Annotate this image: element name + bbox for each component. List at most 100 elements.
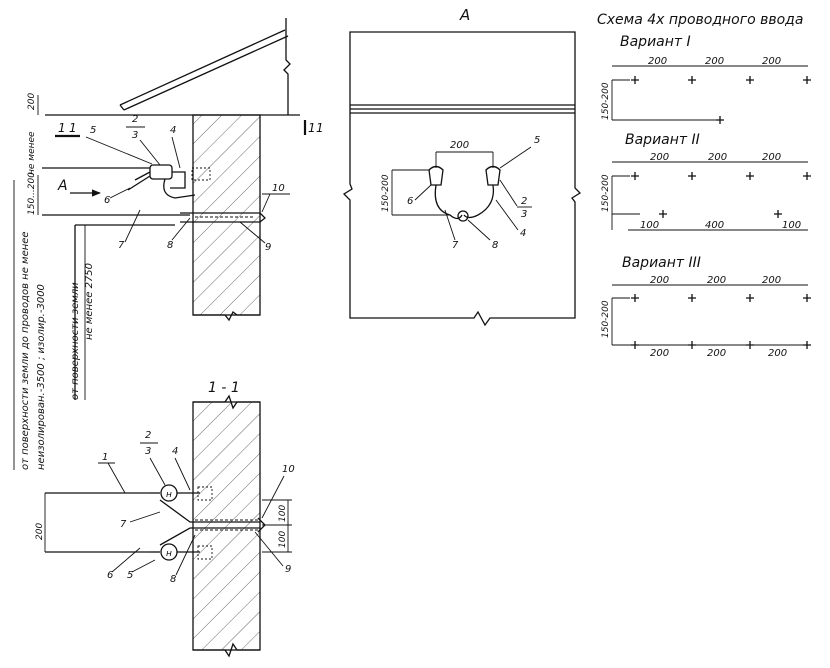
note-min-vertical: не менее [27,131,37,175]
section-dim-100-a: 100 [278,505,288,522]
callout-8: 8 [167,240,173,251]
schemes-title: Схема 4х проводного ввода [597,12,803,28]
leader-8 [171,217,191,241]
section-callout-8: 8 [170,574,176,585]
callout-2: 2 [132,114,138,125]
variant-3-dim-top-2: 200 [707,275,726,286]
fixing-point-marker [803,294,811,302]
callout-7: 7 [118,240,125,251]
fixing-point-marker [803,76,811,84]
view-a-leader-8 [467,219,491,241]
variant-1-dim-2: 200 [705,56,724,67]
callout-6: 6 [104,195,110,206]
section-dim-200: 200 [35,523,45,540]
view-a-leader-6 [414,184,432,201]
section-leader-4 [174,457,191,491]
section-callout-7: 7 [120,519,127,530]
view-a-frame [342,31,582,327]
leader-5 [85,136,153,165]
vertical-note-1: от поверхности земли до проводов не мене… [20,231,31,470]
variant-1-side-dim: 150-200 [601,82,611,120]
dim-150-200-label: 150...200 [27,172,37,215]
section-callout-5: 5 [127,570,133,581]
view-a-callout-6: 6 [407,196,413,207]
wire-lead-6 [127,171,151,191]
section-leader-1 [107,462,126,494]
fixing-point-marker [631,294,639,302]
view-a-insulator-left [428,165,444,186]
view-a-insulator-right [485,165,501,186]
section-leader-9 [254,531,284,567]
variant-2-dim-bot-1: 100 [640,220,659,231]
leader-4 [171,136,181,169]
fixing-point-marker [659,210,667,218]
fixing-point-marker [631,172,639,180]
view-arrow-label: A [57,178,68,194]
section-wall [192,401,261,651]
section-1-1: 1 - 1 200 н н 100 100 1 [35,380,295,658]
variant-3-dim-bot-1: 200 [650,348,669,359]
insulator-upper [149,164,173,180]
fixing-point-marker [746,76,754,84]
section-wall-break-top [193,394,260,410]
section-leader-10 [261,475,285,519]
section-mark-1-left-b: 1 [69,121,77,135]
variant-2-dim-bot-3: 100 [782,220,801,231]
hook-bracket [170,171,186,189]
variant-1-dim-1: 200 [648,56,667,67]
section-bushing-lower [197,545,213,560]
callout-10: 10 [272,183,285,194]
section-insulator-lower-mark: н [166,549,172,559]
section-leader-8 [175,534,196,576]
section-1-1-title: 1 - 1 [208,380,240,396]
fixing-point-marker [716,116,724,124]
wall-bushing-upper [191,167,211,181]
variant-3-dim-top-1: 200 [650,275,669,286]
section-callout-9: 9 [285,564,291,575]
fixing-point-marker [631,341,639,349]
leader-9 [239,221,266,244]
vertical-note-2: неизолирован.-3500 ; изолир.-3000 [36,284,47,470]
section-mark-1-right: 1 [308,121,316,135]
fixing-point-marker [631,76,639,84]
section-wall-break-bot [193,642,260,658]
view-a-junction [457,210,469,222]
section-mark-1-left: 1 [58,121,66,135]
section-callout-3: 3 [145,446,151,457]
section-mark-1-right-b: 1 [316,121,324,135]
view-a-callout-3: 3 [521,209,527,220]
variant-2-dim-top-2: 200 [708,152,727,163]
roof-end [119,104,125,111]
wire-drop [163,178,196,199]
section-callout-4: 4 [172,446,178,457]
variant-3-dim-top-3: 200 [762,275,781,286]
variant-2-label: Вариант II [625,132,700,148]
variant-1-label: Вариант I [620,34,691,50]
wall-section [192,114,261,316]
variant-3-dim-bot-3: 200 [768,348,787,359]
fixing-point-marker [688,341,696,349]
roof-line [119,29,286,106]
section-converging-wires [159,499,260,546]
variant-3-side-dim: 150-200 [601,300,611,338]
section-callout-2: 2 [145,430,151,441]
section-leader-3 [149,457,166,486]
callout-3: 3 [132,130,138,141]
leader-3 [139,139,161,166]
fixing-point-marker [746,341,754,349]
fixing-point-marker [803,172,811,180]
section-callout-6: 6 [107,570,113,581]
leader-7 [124,209,141,243]
fixing-point-marker [803,341,811,349]
variant-2-dim-top-1: 200 [650,152,669,163]
callout-5: 5 [90,125,96,136]
view-a-callout-2: 2 [521,196,527,207]
view-a-callout-7: 7 [452,240,459,251]
wall-break [193,311,260,322]
view-a: A 200 150-200 5 6 2 3 4 7 8 [342,6,582,327]
dim-200-label: 200 [27,93,37,110]
main-view: 1 1 1 1 200 не менее 150...200 A 5 [13,18,324,470]
view-a-callout-5: 5 [534,135,540,146]
vertical-note-3: от поверхности земли [70,282,81,400]
view-a-leader-7 [444,209,456,241]
